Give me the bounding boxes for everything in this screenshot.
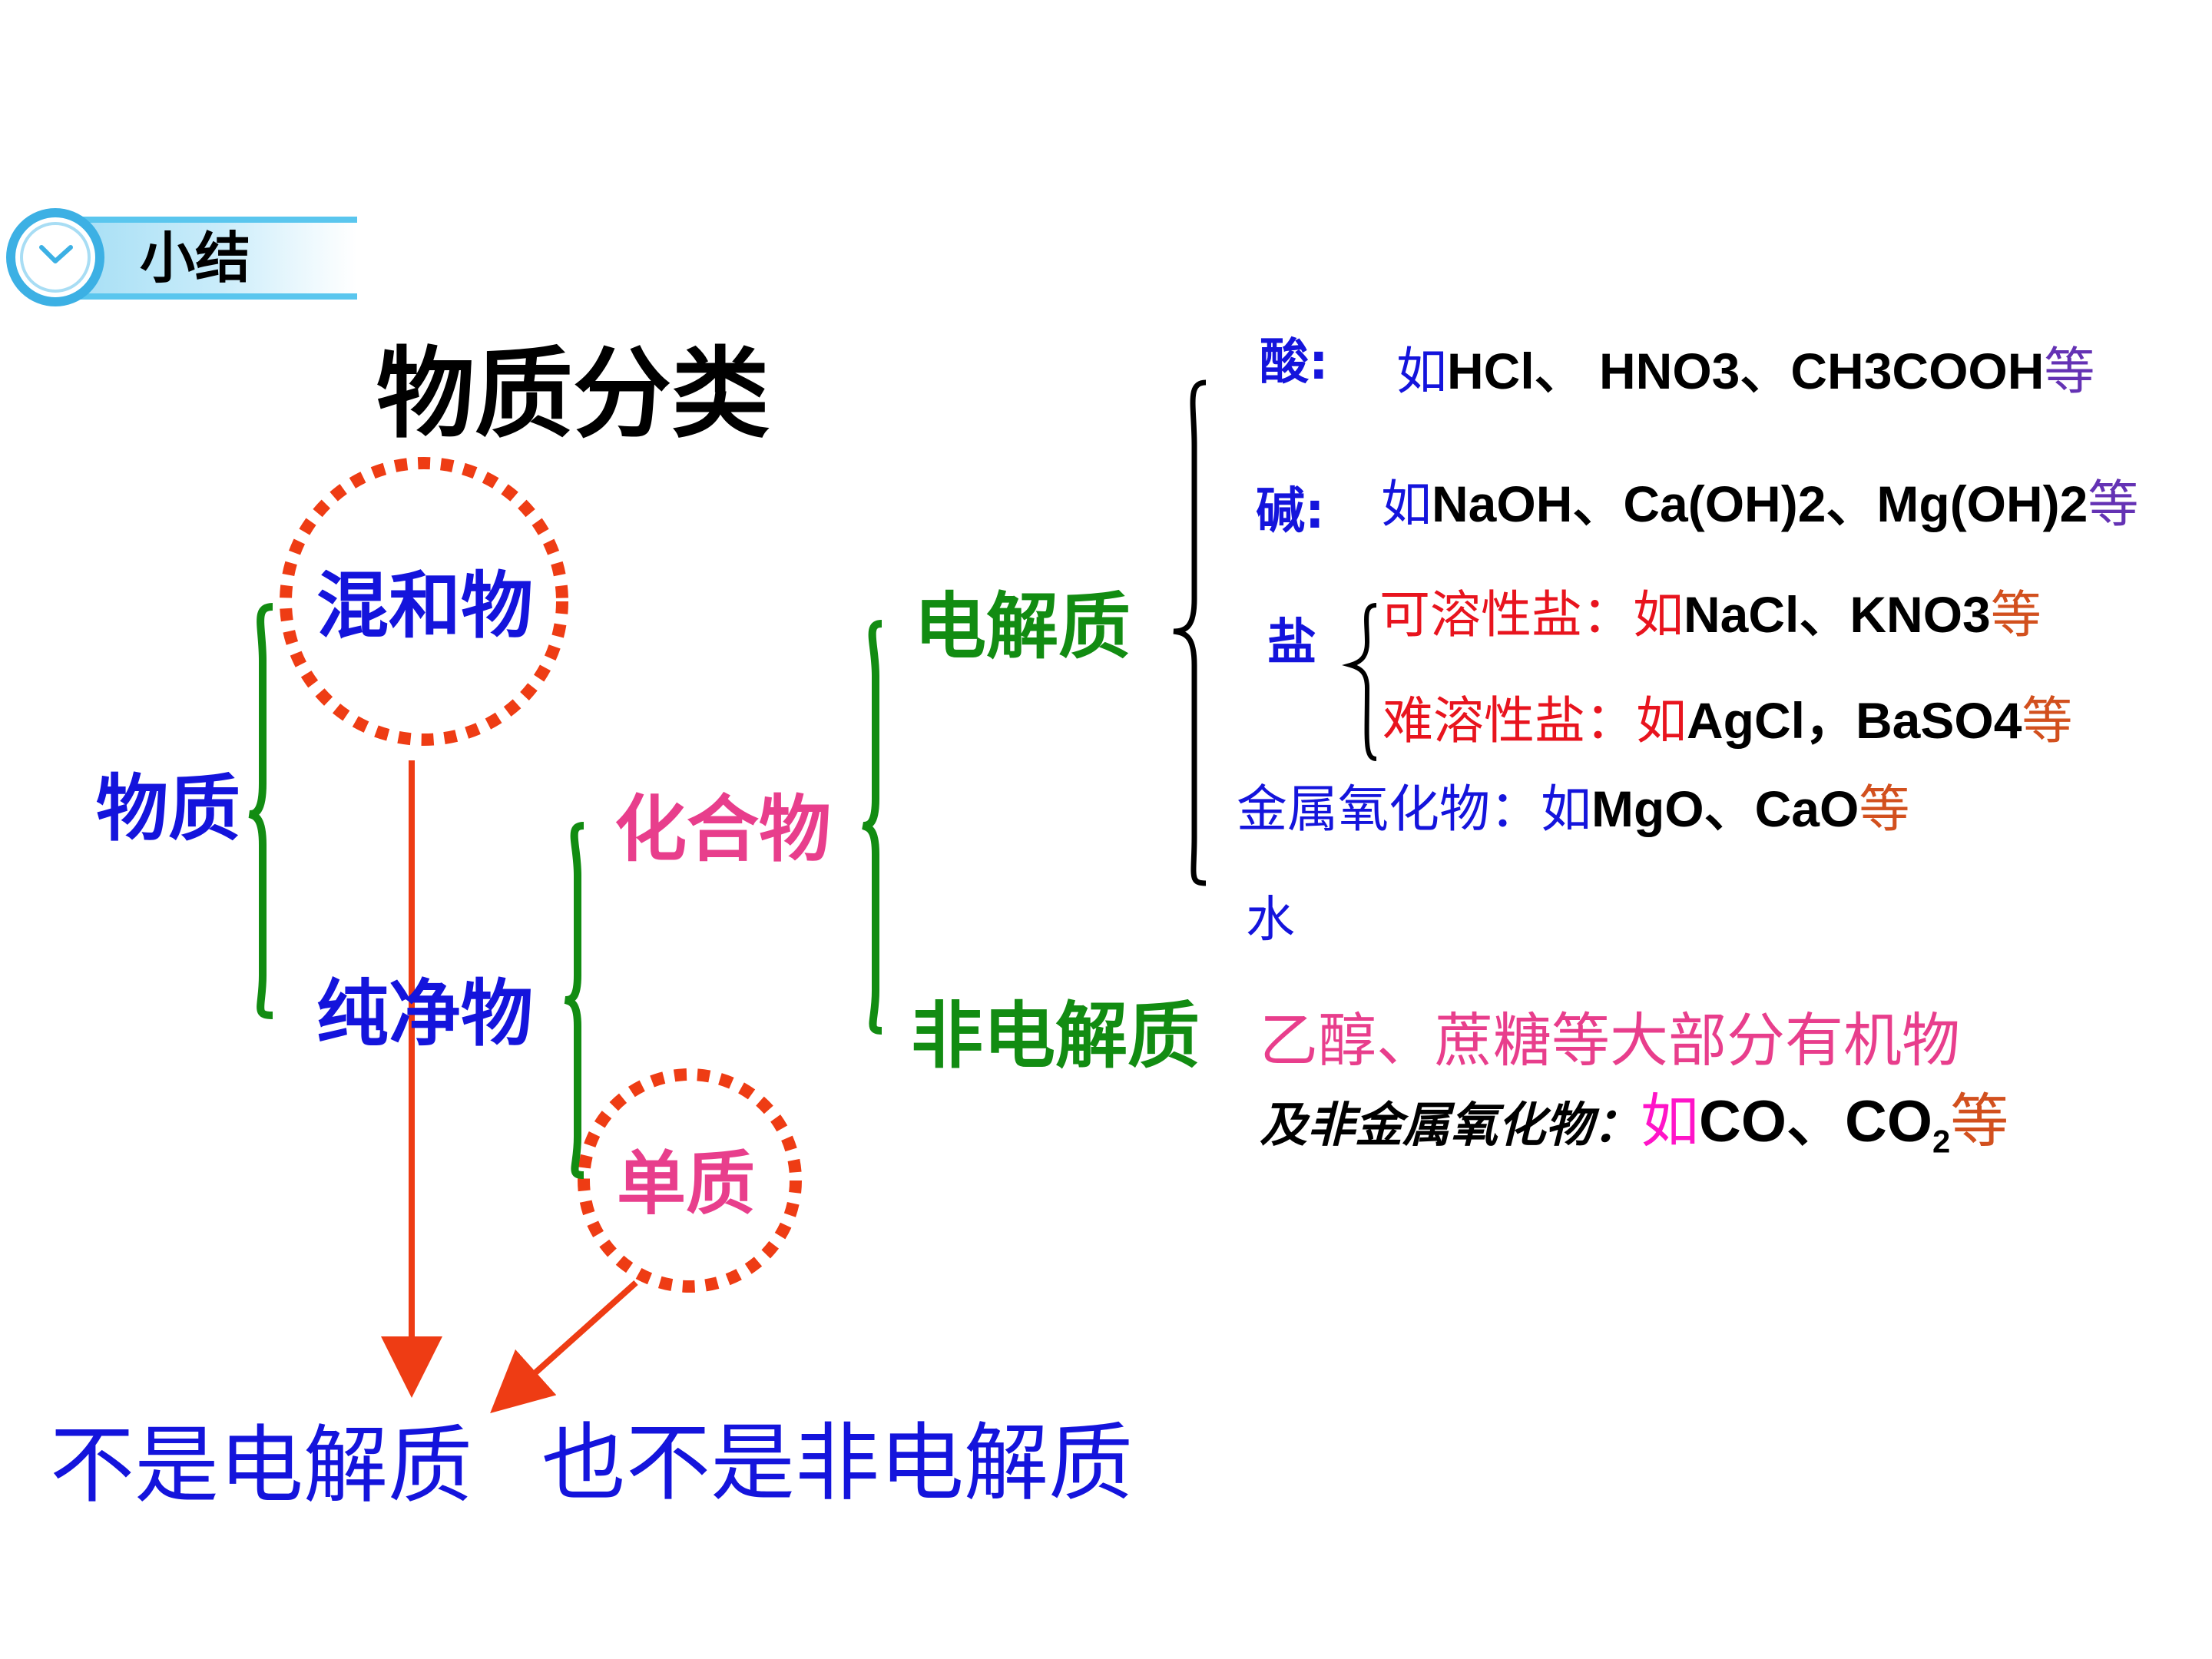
base-ru: 如	[1381, 475, 1432, 534]
nonelectrolyte-line2: 及非金属氧化物：如CO、CO2等	[1260, 1089, 2008, 1160]
metal-oxide-label: 金属氧化物：	[1237, 780, 1541, 839]
mixture-highlight-circle	[280, 457, 568, 746]
acid-deng: 等	[2044, 342, 2095, 401]
soluble-salt-ru: 如	[1633, 585, 1684, 644]
nonmetal-oxide-subscript: 2	[1932, 1123, 1951, 1160]
acid-examples: HCl、 HNO3、CH3COOH	[1447, 343, 2045, 399]
nonmetal-oxide-examples: CO、CO	[1699, 1089, 1933, 1154]
nonelectrolyte-node: 非电解质	[911, 995, 1200, 1078]
nonmetal-oxide-label: 及非金属氧化物：	[1260, 1097, 1641, 1153]
nonmetal-oxide-ru: 如	[1641, 1087, 1700, 1155]
element-node: 单质	[617, 1144, 755, 1224]
compound-brace	[862, 620, 882, 1035]
root-node: 物质	[96, 767, 241, 851]
pure-brace	[564, 822, 584, 1179]
conclusion-part2: 也不是非电解质	[541, 1414, 1133, 1512]
soluble-salt-examples: NaCl、KNO3	[1684, 586, 1991, 643]
base-line: 如NaOH、Ca(OH)2、Mg(OH)2等	[1381, 478, 2138, 530]
electrolyte-brace	[1173, 379, 1207, 886]
electrolyte-node: 电解质	[914, 585, 1131, 669]
mixture-node: 混和物	[316, 565, 534, 648]
soluble-salt-label: 可溶性盐：	[1379, 585, 1633, 644]
insoluble-salt-examples: AgCl，BaSO4	[1687, 692, 2022, 749]
acid-ru: 如	[1396, 342, 1447, 401]
acid-label: 酸:	[1260, 334, 1329, 391]
nonmetal-oxide-deng: 等	[1950, 1087, 2009, 1155]
salt-brace	[1342, 603, 1377, 761]
water-label: 水	[1246, 892, 1295, 949]
compound-node: 化合物	[614, 788, 832, 872]
page-title: 物质分类	[376, 337, 770, 452]
base-deng: 等	[2088, 475, 2139, 534]
base-label: 碱:	[1256, 483, 1325, 540]
insoluble-salt-deng: 等	[2022, 691, 2073, 750]
base-examples: NaOH、Ca(OH)2、Mg(OH)2	[1432, 475, 2088, 532]
nonelectrolyte-line1: 乙醇、蔗糖等大部分有机物	[1260, 1006, 1960, 1075]
insoluble-salt-label: 难溶性盐：	[1382, 691, 1636, 750]
clock-icon	[6, 208, 104, 306]
header-label: 小结	[140, 225, 251, 290]
metal-oxide-deng: 等	[1859, 780, 1910, 839]
element-arrow	[490, 1280, 638, 1414]
pure-node: 纯净物	[316, 972, 534, 1056]
salt-label: 盐	[1267, 614, 1316, 671]
metal-oxide-ru: 如	[1541, 780, 1591, 839]
insoluble-salt-line: 难溶性盐：如AgCl，BaSO4等	[1382, 695, 2072, 747]
soluble-salt-deng: 等	[1990, 585, 2041, 644]
soluble-salt-line: 可溶性盐：如NaCl、KNO3等	[1379, 589, 2041, 641]
metal-oxide-line: 金属氧化物：如MgO、CaO等	[1237, 783, 1909, 835]
element-highlight-circle	[578, 1068, 802, 1293]
insoluble-salt-ru: 如	[1636, 691, 1687, 750]
root-brace	[248, 603, 273, 1019]
metal-oxide-examples: MgO、CaO	[1591, 780, 1859, 837]
conclusion-part1: 不是电解质	[50, 1416, 472, 1515]
acid-line: 如HCl、 HNO3、CH3COOH等	[1396, 346, 2094, 397]
